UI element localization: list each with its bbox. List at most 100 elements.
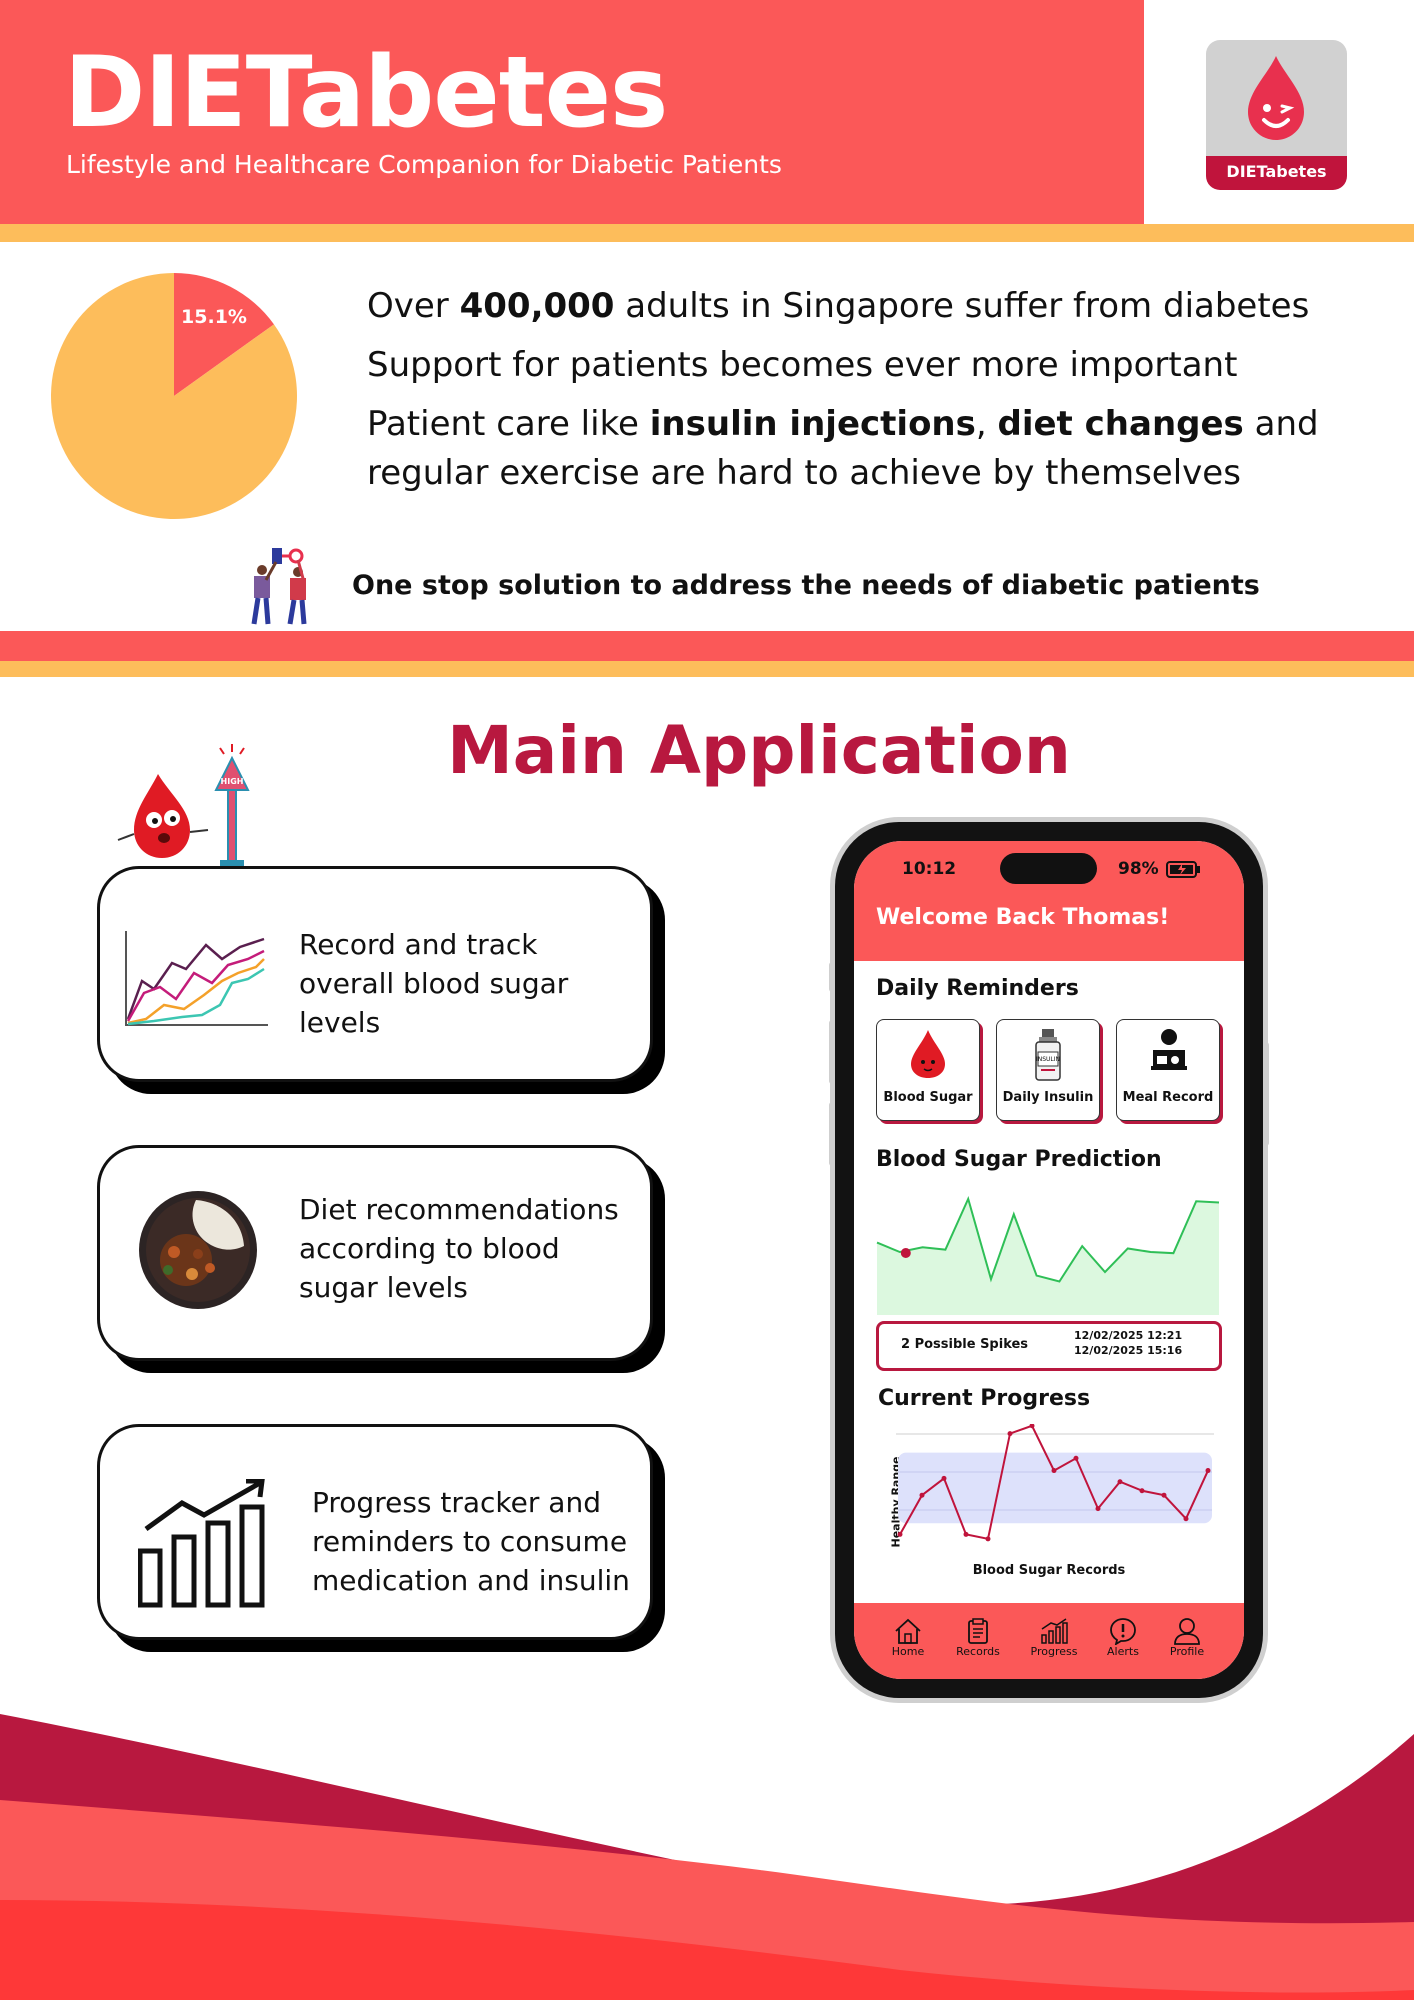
stat-text: Patient care like — [367, 404, 650, 444]
progress-point — [941, 1475, 947, 1481]
reminder-blood-sugar[interactable]: Blood Sugar — [876, 1019, 980, 1121]
progress-point — [1051, 1468, 1057, 1474]
reminders-title: Daily Reminders — [876, 976, 1079, 1001]
progress-point — [1183, 1516, 1189, 1522]
pie-slice — [174, 273, 274, 396]
divider-stripe — [0, 631, 1414, 661]
phone-screen: 10:12 98% Welcome Back Thomas! Daily Rem… — [854, 841, 1244, 1679]
progress-point — [985, 1536, 991, 1542]
pie-slice-label: 15.1% — [181, 306, 247, 328]
reminder-daily-insulin[interactable]: INSULIN Daily Insulin — [996, 1019, 1100, 1121]
spikes-label: 2 Possible Spikes — [901, 1337, 1029, 1352]
app-logo: DIETabetes — [1206, 40, 1347, 190]
progress-point — [963, 1531, 969, 1537]
brand-title: DIETabetes — [64, 36, 668, 150]
healthy-range-band — [898, 1452, 1212, 1524]
bottom-nav: Home Records — [854, 1603, 1244, 1679]
spikes-alert[interactable]: 2 Possible Spikes 12/02/2025 12:21 12/02… — [876, 1321, 1222, 1371]
svg-text:HIGH: HIGH — [221, 777, 244, 786]
progress-point — [1139, 1488, 1145, 1494]
records-icon — [968, 1618, 988, 1644]
reminder-label: Meal Record — [1122, 1090, 1214, 1105]
feature-text-line: Record and track — [299, 928, 538, 961]
nav-label: Records — [956, 1645, 1000, 1658]
stat-line-adults: Over 400,000 adults in Singapore suffer … — [367, 286, 1309, 326]
insulin-vial-icon: INSULIN — [1035, 1029, 1061, 1081]
status-battery: 98% — [1118, 859, 1159, 879]
prediction-line — [876, 1195, 1220, 1283]
reminder-label: Daily Insulin — [1002, 1090, 1094, 1105]
section-title: Main Application — [447, 712, 1071, 789]
nav-label: Alerts — [1107, 1645, 1139, 1658]
nav-progress[interactable]: Progress — [1019, 1617, 1089, 1658]
progress-point — [1029, 1424, 1035, 1429]
home-icon — [895, 1618, 921, 1644]
stat-text: and — [1243, 404, 1319, 444]
nav-profile[interactable]: Profile — [1152, 1617, 1222, 1658]
prediction-chart — [876, 1195, 1220, 1315]
tagline: One stop solution to address the needs o… — [352, 570, 1260, 601]
progress-xlabel: Blood Sugar Records — [972, 1563, 1126, 1578]
progress-chart — [896, 1424, 1214, 1542]
decorative-wave — [0, 1714, 1414, 2000]
feature-text-line: sugar levels — [299, 1271, 468, 1304]
nav-records[interactable]: Records — [943, 1617, 1013, 1658]
nav-label: Home — [891, 1645, 925, 1658]
progress-point — [1007, 1431, 1013, 1437]
progress-point — [919, 1492, 925, 1498]
phone-volume-down — [829, 1102, 835, 1166]
feature-text-line: Progress tracker and — [312, 1486, 601, 1519]
people-holding-key-icon — [251, 548, 307, 625]
current-reading-marker — [900, 1248, 911, 1258]
status-time: 10:12 — [902, 859, 957, 879]
feature-card-progress: Progress tracker and reminders to consum… — [97, 1424, 653, 1640]
stat-line-care: Patient care like insulin injections, di… — [367, 404, 1319, 444]
reminder-label: Blood Sugar — [883, 1090, 973, 1105]
stat-highlight: insulin injections — [649, 404, 976, 444]
feature-description: Record and track overall blood sugar lev… — [299, 925, 568, 1042]
progress-title: Current Progress — [878, 1386, 1091, 1411]
stat-text: Over — [367, 286, 460, 326]
progress-point — [1205, 1468, 1211, 1474]
feature-description: Diet recommendations according to blood … — [299, 1190, 619, 1307]
progress-point — [1117, 1479, 1123, 1485]
progress-point — [897, 1531, 903, 1537]
reminder-meal-record[interactable]: Meal Record — [1116, 1019, 1220, 1121]
blood-drop-icon — [911, 1030, 945, 1078]
brand-subtitle: Lifestyle and Healthcare Companion for D… — [66, 150, 782, 179]
nav-label: Profile — [1169, 1645, 1205, 1658]
phone-volume-up — [829, 1020, 835, 1084]
blood-drop-mascot-icon: HIGH — [117, 744, 250, 866]
svg-text:INSULIN: INSULIN — [1036, 1056, 1060, 1063]
feature-text-line: according to blood — [299, 1232, 560, 1265]
meal-person-icon — [1151, 1029, 1187, 1070]
dynamic-island — [1000, 853, 1097, 884]
phone-mockup: 10:12 98% Welcome Back Thomas! Daily Rem… — [835, 822, 1263, 1698]
spike-time: 12/02/2025 12:21 — [1074, 1329, 1183, 1342]
feature-text-line: Diet recommendations — [299, 1193, 619, 1226]
divider-stripe — [0, 224, 1414, 242]
logo-label: DIETabetes — [1206, 156, 1347, 190]
nav-alerts[interactable]: Alerts — [1088, 1617, 1158, 1658]
stat-line-support: Support for patients becomes ever more i… — [367, 345, 1238, 385]
prediction-area — [877, 1198, 1219, 1315]
feature-text-line: levels — [299, 1006, 381, 1039]
progress-icon — [1041, 1618, 1068, 1644]
line-chart-icon — [125, 931, 268, 1026]
phone-side-button — [829, 962, 835, 992]
growth-bar-chart-icon — [138, 1479, 265, 1608]
stat-highlight: diet changes — [997, 404, 1244, 444]
profile-icon — [1174, 1618, 1200, 1645]
feature-card-diet: Diet recommendations according to blood … — [97, 1145, 653, 1361]
logo-background — [1206, 40, 1347, 156]
welcome-message: Welcome Back Thomas! — [876, 905, 1170, 930]
smiling-blood-drop-icon — [1248, 56, 1304, 140]
nav-home[interactable]: Home — [873, 1617, 943, 1658]
feature-text-line: medication and insulin — [312, 1564, 630, 1597]
pie-slice — [50, 273, 298, 519]
spike-time: 12/02/2025 15:16 — [1074, 1344, 1183, 1357]
stat-line-exercise: regular exercise are hard to achieve by … — [367, 453, 1241, 493]
stat-text: adults in Singapore suffer from diabetes — [614, 286, 1310, 326]
progress-point — [1161, 1492, 1167, 1498]
feature-card-tracking: Record and track overall blood sugar lev… — [97, 866, 653, 1082]
